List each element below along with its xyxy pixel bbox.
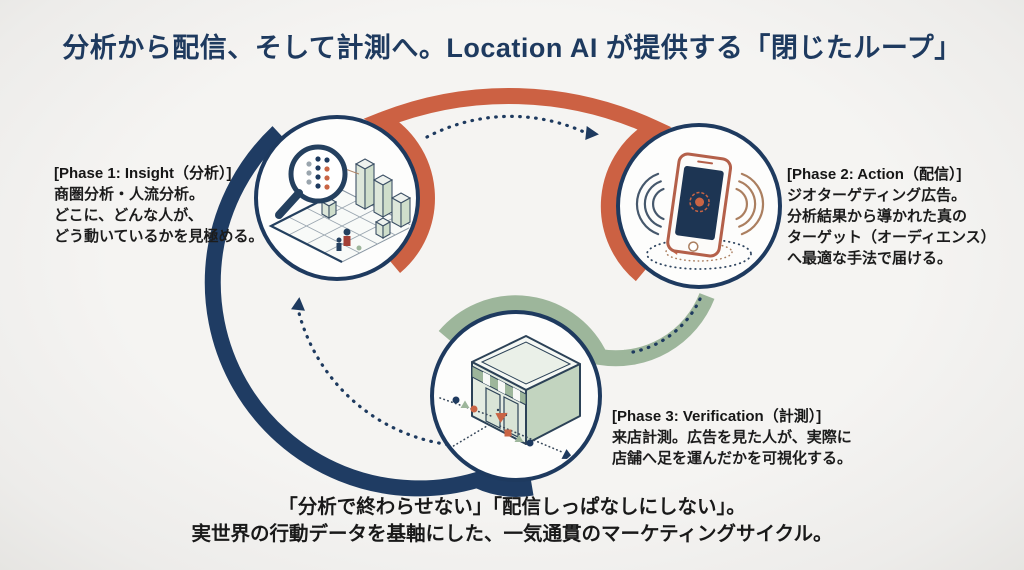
phase-1-line: 商圏分析・人流分析。 [54, 186, 205, 203]
phase-2-label: [Phase 2: Action（配信）] [787, 166, 962, 183]
phase-2-line: 分析結果から導かれた真の [787, 208, 968, 225]
phase-1-line: どこに、どんな人が、 [54, 207, 203, 224]
phase-1-line: どう動いているかを見極める。 [54, 228, 264, 245]
phase-3-line: 来店計測。広告を見た人が、実際に [612, 429, 852, 446]
footer-line-2: 実世界の行動データを基軸にした、一気通貫のマーケティングサイクル。 [191, 523, 833, 545]
arrowhead-downleft-icon [618, 349, 634, 364]
storefront-visit-icon [439, 335, 581, 459]
map-analysis-icon [268, 144, 415, 263]
dotted-arrow-right [618, 297, 702, 364]
smartphone-broadcast-icon [635, 152, 765, 270]
phase-1-label: [Phase 1: Insight（分析）] [54, 165, 232, 182]
band-action-to-verification [438, 292, 715, 367]
dotted-arrow-top [425, 114, 599, 140]
phase-1-text: [Phase 1: Insight（分析）] 商圏分析・人流分析。 どこに、どん… [54, 163, 276, 247]
page-title: 分析から配信、そして計測へ。Location AI が提供する「閉じたループ」 [62, 33, 962, 63]
phase-2-text: [Phase 2: Action（配信）] ジオターゲティング広告。 分析結果か… [787, 164, 1023, 269]
phase-2-line: ターゲット（オーディエンス） [787, 229, 996, 246]
arrowhead-up-icon [291, 297, 305, 311]
arrowhead-right-icon [585, 126, 599, 140]
phase-3-line: 店舗へ足を運んだかを可視化する。 [612, 450, 853, 467]
dotted-arrow-left [291, 297, 465, 448]
phase-2-line: へ最適な手法で届ける。 [787, 250, 953, 267]
band-verification-to-insight [204, 126, 534, 497]
phase-2-line: ジオターゲティング広告。 [787, 187, 967, 204]
footer-caption: 「分析で終わらせない」「配信しっぱなしにしない」。 実世界の行動データを基軸にし… [0, 494, 1024, 548]
phase-3-label: [Phase 3: Verification（計測）] [612, 408, 822, 425]
band-insight-to-action [363, 87, 672, 282]
footer-line-1: 「分析で終わらせない」「配信しっぱなしにしない」。 [278, 496, 746, 518]
phase-3-text: [Phase 3: Verification（計測）] 来店計測。広告を見た人が… [612, 406, 864, 469]
